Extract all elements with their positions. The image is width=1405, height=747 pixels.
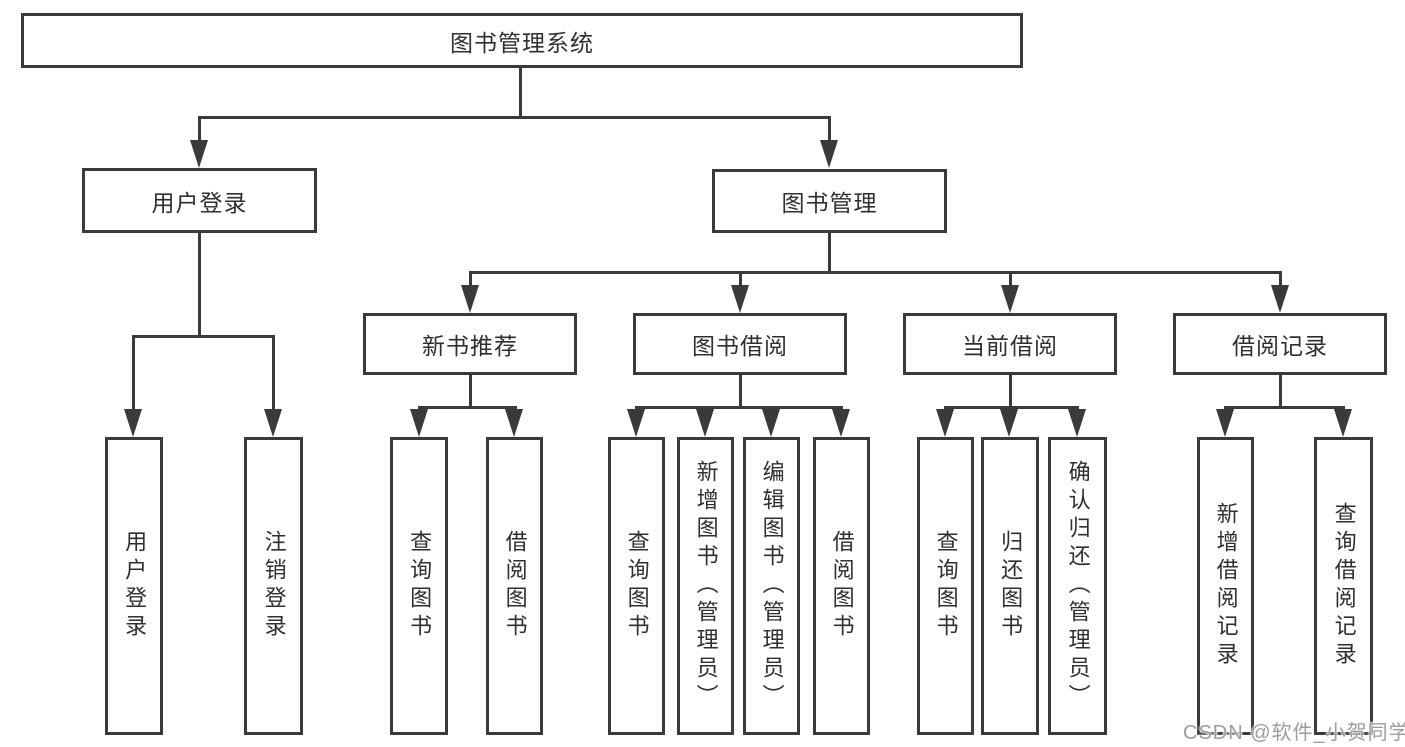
leaf-label: 借阅图书: [502, 530, 528, 642]
connector-v-line: [1279, 271, 1282, 289]
leaf-query-borrow-record: 查询借阅记录: [1314, 437, 1373, 735]
leaf-label: 查询图书: [933, 530, 959, 642]
leaf-label: 新增图书（管理员）: [693, 460, 719, 712]
node-new-book-recommend: 新书推荐: [363, 313, 577, 375]
node-label: 当前借阅: [962, 333, 1058, 359]
node-user-login: 用户登录: [82, 168, 317, 233]
connector-v-line: [272, 335, 275, 411]
connector-h-line: [1224, 406, 1345, 409]
node-book-borrow: 图书借阅: [633, 313, 847, 375]
csdn-watermark: CSDN @软件_小贺同学: [1183, 722, 1405, 744]
arrow-down-icon: [505, 409, 523, 437]
leaf-label: 确认归还（管理员）: [1065, 460, 1091, 712]
node-label: 用户登录: [151, 189, 248, 216]
leaf-edit-books-admin: 编辑图书（管理员）: [743, 437, 800, 735]
leaf-query-books-current: 查询图书: [917, 437, 974, 735]
connector-h-line: [418, 406, 517, 409]
leaf-borrow-books: 借阅图书: [813, 437, 870, 735]
arrow-down-icon: [1000, 409, 1018, 437]
connector-v-line: [1009, 271, 1012, 289]
arrow-down-icon: [190, 140, 208, 168]
arrow-down-icon: [1271, 285, 1289, 313]
arrow-down-icon: [936, 409, 954, 437]
connector-h-line: [132, 335, 275, 338]
connector-v-line: [132, 335, 135, 411]
arrow-down-icon: [1001, 285, 1019, 313]
leaf-borrow-books-recommend: 借阅图书: [486, 437, 543, 735]
connector-v-line: [469, 375, 472, 409]
connector-h-line: [469, 271, 1282, 274]
leaf-label: 归还图书: [998, 530, 1024, 642]
arrow-down-icon: [696, 409, 714, 437]
connector-v-line: [739, 271, 742, 289]
leaf-user-login: 用户登录: [105, 437, 163, 735]
node-borrow-records: 借阅记录: [1173, 313, 1387, 375]
leaf-label: 查询图书: [407, 530, 433, 642]
connector-v-line: [198, 233, 201, 338]
leaf-query-books-borrow: 查询图书: [608, 437, 665, 735]
arrow-down-icon: [731, 285, 749, 313]
node-label: 图书管理: [781, 190, 878, 216]
leaf-return-books: 归还图书: [981, 437, 1039, 735]
connector-v-line: [828, 116, 831, 146]
leaf-label: 编辑图书（管理员）: [759, 460, 785, 712]
leaf-confirm-return-admin: 确认归还（管理员）: [1048, 437, 1107, 735]
arrow-down-icon: [1334, 409, 1352, 437]
arrow-down-icon: [410, 409, 428, 437]
node-label: 借阅记录: [1232, 333, 1328, 359]
node-label: 图书管理系统: [450, 29, 594, 56]
leaf-label: 查询图书: [624, 530, 650, 642]
leaf-query-books-recommend: 查询图书: [390, 437, 448, 735]
connector-h-line: [198, 116, 831, 119]
arrow-down-icon: [762, 409, 780, 437]
leaf-label: 借阅图书: [829, 530, 855, 642]
node-label: 图书借阅: [692, 333, 788, 359]
arrow-down-icon: [832, 409, 850, 437]
connector-v-line: [828, 233, 831, 274]
arrow-down-icon: [820, 140, 838, 168]
connector-v-line: [519, 68, 522, 118]
leaf-add-books-admin: 新增图书（管理员）: [677, 437, 734, 735]
arrow-down-icon: [461, 285, 479, 313]
connector-v-line: [198, 116, 201, 146]
arrow-down-icon: [627, 409, 645, 437]
connector-v-line: [469, 271, 472, 289]
node-current-borrow: 当前借阅: [903, 313, 1117, 375]
arrow-down-icon: [1216, 409, 1234, 437]
node-system-root: 图书管理系统: [21, 13, 1023, 68]
connector-v-line: [1009, 375, 1012, 409]
connector-v-line: [739, 375, 742, 409]
leaf-label: 新增借阅记录: [1213, 502, 1239, 670]
connector-v-line: [1279, 375, 1282, 409]
connector-h-line: [635, 406, 843, 409]
arrow-down-icon: [264, 409, 282, 437]
leaf-add-borrow-record: 新增借阅记录: [1197, 437, 1254, 735]
leaf-label: 注销登录: [261, 530, 287, 642]
arrow-down-icon: [1068, 409, 1086, 437]
leaf-logout: 注销登录: [244, 437, 303, 735]
connector-h-line: [944, 406, 1079, 409]
leaf-label: 查询借阅记录: [1331, 502, 1357, 670]
leaf-label: 用户登录: [122, 530, 148, 642]
arrow-down-icon: [124, 409, 142, 437]
node-label: 新书推荐: [422, 333, 518, 359]
node-book-management: 图书管理: [712, 169, 947, 233]
